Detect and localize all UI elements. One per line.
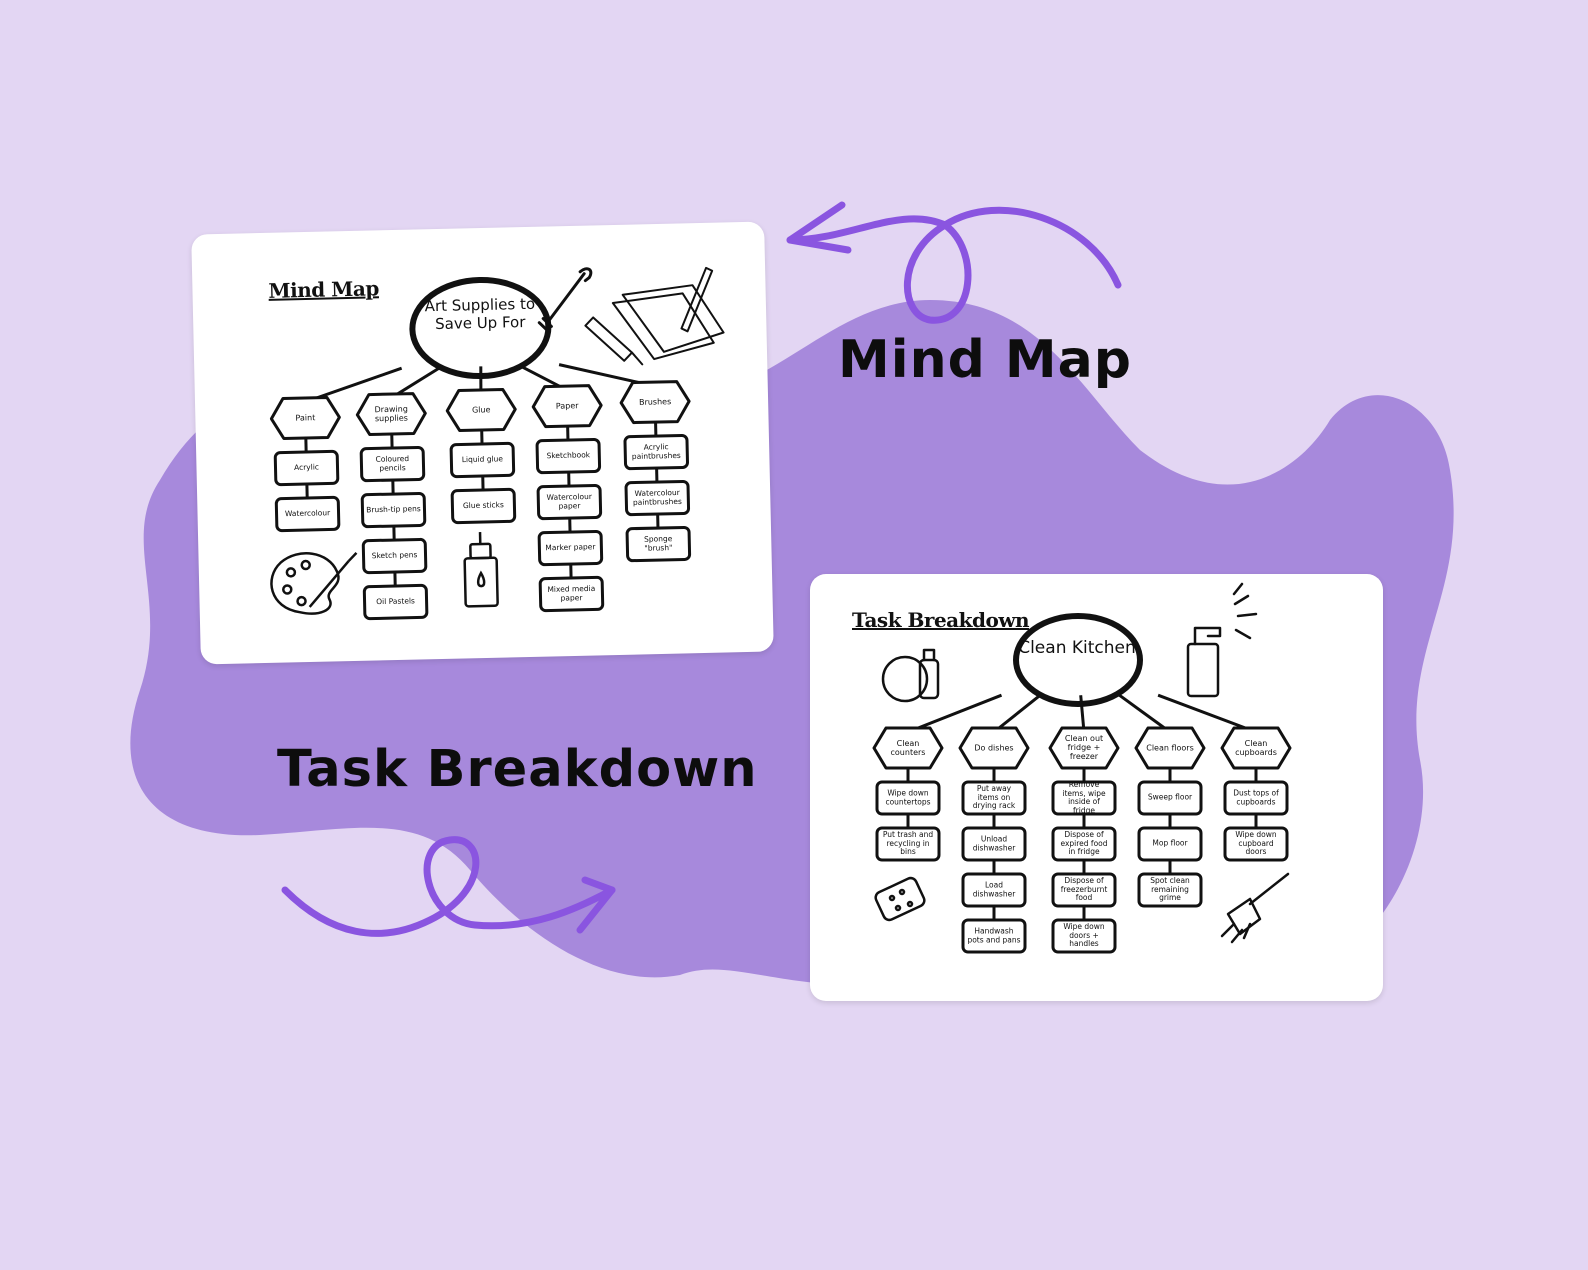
item-label: Brush-tip pens: [366, 504, 421, 515]
branch-label: Paint: [295, 413, 316, 423]
branch-label: Clean cupboards: [1235, 738, 1277, 757]
item-box: [450, 487, 517, 525]
branch-hexagon: [531, 384, 603, 429]
item-box: [875, 826, 941, 862]
branch-label: Drawing supplies: [374, 404, 408, 424]
item-label: Unload dishwasher: [972, 834, 1016, 852]
branch-hexagon: [445, 388, 517, 433]
branch-hexagon: [872, 726, 944, 770]
center-node: [1013, 613, 1143, 707]
mind-map-card[interactable]: Mind Map: [191, 221, 774, 665]
item-label: Mop floor: [1152, 838, 1188, 848]
item-label: Liquid glue: [461, 454, 504, 465]
item-label: Sponge "brush": [643, 534, 673, 553]
branch-label: Clean out fridge + freezer: [1064, 734, 1104, 762]
branch-hexagon: [619, 380, 691, 425]
item-label: Wipe down countertops: [885, 788, 931, 806]
item-label: Watercolour: [284, 508, 331, 519]
paper-pencil-icon: [611, 266, 725, 361]
item-label: Sketchbook: [546, 450, 591, 461]
item-box: [961, 918, 1027, 954]
palette-icon: [270, 552, 358, 615]
item-label: Sweep floor: [1147, 792, 1193, 802]
branch-hexagon: [1134, 726, 1206, 770]
branch-connector: [1118, 693, 1171, 734]
item-label: Spot clean remaining grime: [1150, 876, 1190, 903]
glue-bottle-icon: [463, 532, 499, 608]
item-label: Dispose of freezerburnt food: [1060, 876, 1108, 903]
branch-connector: [993, 694, 1042, 734]
branch-hexagon: [1048, 726, 1120, 770]
item-label: Put away items on drying rack: [972, 784, 1016, 811]
center-node-label: Art Supplies to Save Up For: [424, 294, 536, 334]
branch-label: Brushes: [638, 397, 672, 407]
item-box: [274, 495, 341, 533]
item-label: Watercolour paper: [546, 491, 592, 511]
arrow-top: [786, 201, 1122, 324]
item-box: [625, 525, 692, 563]
item-label: Put trash and recycling in bins: [882, 830, 934, 857]
card-title: Task Breakdown: [852, 608, 1030, 632]
item-box: [1137, 872, 1203, 908]
item-label: Dust tops of cupboards: [1233, 788, 1279, 806]
marker-icon: [584, 316, 644, 366]
item-box: [1051, 918, 1117, 954]
item-label: Acrylic paintbrushes: [631, 442, 681, 461]
branch-connector: [1157, 693, 1257, 734]
item-label: Oil Pastels: [376, 596, 416, 607]
item-box: [623, 433, 689, 471]
item-label: Coloured pencils: [375, 454, 410, 473]
branch-hexagon: [355, 392, 427, 437]
task-breakdown-card[interactable]: Task Breakdown Clean Kitchen Clean count…: [810, 574, 1383, 1001]
item-box: [1223, 826, 1289, 862]
branch-label: Paper: [555, 401, 579, 411]
paintbrush-icon: [537, 267, 593, 332]
task-breakdown-branches: [872, 693, 1292, 954]
center-node-label: Clean Kitchen: [1018, 638, 1136, 658]
branch-hexagon: [958, 726, 1030, 770]
item-label: Dispose of expired food in fridge: [1060, 830, 1108, 857]
brushes-group: [537, 266, 725, 366]
branch-label: Clean counters: [890, 738, 926, 757]
mind-map-branches: [269, 363, 692, 621]
branch-label: Clean floors: [1146, 743, 1194, 753]
item-box: [449, 441, 516, 479]
item-box: [362, 583, 429, 621]
item-label: Mixed media paper: [547, 583, 596, 603]
item-label: Wipe down doors + handles: [1063, 922, 1105, 949]
item-label: Acrylic: [293, 462, 320, 472]
arrow-bottom: [281, 836, 616, 937]
item-label: Load dishwasher: [972, 880, 1016, 898]
item-label: Glue sticks: [462, 500, 504, 511]
task-breakdown-diagram: [872, 582, 1292, 954]
branch-label: Glue: [471, 405, 491, 415]
item-label: Sketch pens: [371, 550, 418, 561]
branch-label: Do dishes: [974, 743, 1014, 753]
item-label: Handwash pots and pans: [967, 926, 1021, 944]
sponge-icon: [874, 876, 926, 922]
task-breakdown-heading: Task Breakdown: [277, 740, 758, 799]
broom-icon: [1220, 872, 1290, 944]
item-label: Remove items, wipe inside of fridge: [1062, 779, 1106, 815]
item-label: Watercolour paintbrushes: [632, 487, 682, 507]
item-label: Wipe down cupboard doors: [1235, 830, 1277, 857]
branch-connector: [1079, 695, 1086, 733]
dish-soap-icon: [881, 648, 940, 703]
spray-bottle-icon: [1186, 582, 1258, 698]
item-box: [535, 437, 602, 475]
item-label: Marker paper: [545, 542, 596, 553]
item-box: [538, 575, 605, 613]
mind-map-diagram: [269, 266, 725, 621]
branch-hexagon: [269, 396, 341, 441]
branch-connector: [907, 693, 1003, 734]
branch-hexagon: [1220, 726, 1292, 770]
mind-map-heading: Mind Map: [838, 330, 1132, 390]
item-box: [273, 449, 340, 487]
